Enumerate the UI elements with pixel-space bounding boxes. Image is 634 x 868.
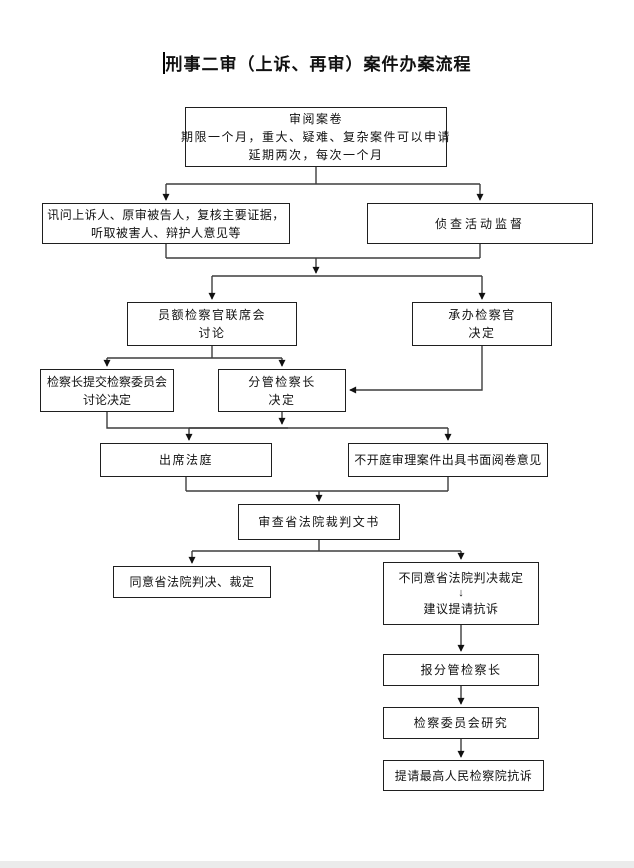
node-chief-prosecutor-to-committee: 检察长提交检察委员会 讨论决定	[40, 369, 174, 412]
node-interrogate-appellant: 讯问上诉人、原审被告人，复核主要证据， 听取被害人、辩护人意见等	[42, 203, 290, 244]
node-line: 同意省法院判决、裁定	[129, 575, 255, 589]
node-line: 侦查活动监督	[434, 216, 525, 231]
page-title: 刑事二审（上诉、再审）案件办案流程	[0, 50, 634, 75]
down-arrow-icon: ↓	[458, 587, 464, 599]
node-line: 审查省法院裁判文书	[258, 515, 380, 529]
node-review-case-file: 审阅案卷 期限一个月，重大、疑难、复杂案件可以申请 延期两次，每次一个月	[181, 107, 450, 167]
node-line: 讨论决定	[82, 392, 131, 407]
node-line: 分管检察长	[248, 374, 316, 389]
connector-arrow	[349, 346, 483, 394]
node-line: 讯问上诉人、原审被告人，复核主要证据，	[47, 207, 285, 222]
node-line: 建议提请抗诉	[423, 602, 499, 616]
node-line: 不开庭审理案件出具书面阅卷意见	[354, 453, 542, 467]
node-line: 不同意省法院判决裁定	[398, 571, 524, 585]
node-request-supreme-procuratorate-protest: 提请最高人民检察院抗诉	[383, 760, 544, 791]
node-line: 决定	[468, 326, 496, 340]
node-investigation-supervision: 侦查活动监督	[367, 203, 593, 244]
page-edge	[0, 861, 634, 868]
text-cursor-icon	[162, 52, 165, 74]
node-line: 决定	[268, 392, 296, 407]
node-agree-judgment: 同意省法院判决、裁定	[113, 566, 271, 598]
node-line: 提请最高人民检察院抗诉	[394, 768, 533, 783]
node-line: 报分管检察长	[420, 663, 502, 677]
node-report-deputy-chief-prosecutor: 报分管检察长	[383, 654, 539, 686]
node-line: 延期两次，每次一个月	[248, 148, 384, 162]
node-line: 员额检察官联席会	[157, 308, 266, 322]
node-line: 讨论	[198, 326, 226, 340]
node-line: 期限一个月，重大、疑难、复杂案件可以申请	[181, 130, 452, 144]
node-prosecution-committee-research: 检察委员会研究	[383, 707, 539, 739]
node-disagree-judgment-suggest-protest: 不同意省法院判决裁定 ↓ 建议提请抗诉	[383, 562, 539, 625]
node-case-prosecutor-decision: 承办检察官 决定	[412, 302, 552, 346]
node-line: 审阅案卷	[288, 112, 343, 126]
node-written-review-opinion: 不开庭审理案件出具书面阅卷意见	[348, 443, 548, 477]
node-line: 检察长提交检察委员会	[46, 374, 167, 389]
node-review-court-judgment-documents: 审查省法院裁判文书	[238, 504, 400, 540]
node-attend-court: 出席法庭	[100, 443, 272, 477]
node-line: 听取被害人、辩护人意见等	[90, 225, 241, 240]
connector	[106, 412, 288, 429]
node-deputy-chief-prosecutor-decision: 分管检察长 决定	[218, 369, 346, 412]
node-line: 承办检察官	[448, 308, 516, 322]
node-prosecutor-joint-meeting: 员额检察官联席会 讨论	[127, 302, 297, 346]
node-line: 出席法庭	[158, 453, 213, 467]
page-title-text: 刑事二审（上诉、再审）案件办案流程	[165, 55, 472, 74]
node-line: 检察委员会研究	[413, 716, 509, 730]
